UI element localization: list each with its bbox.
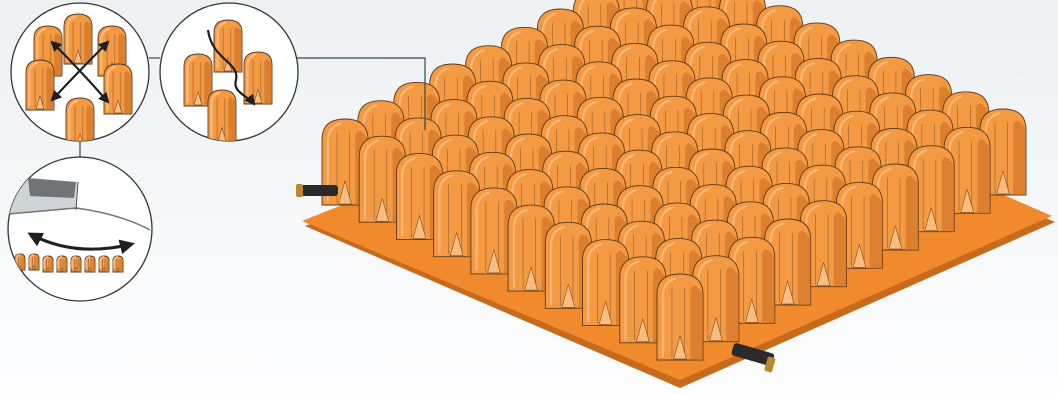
callout-cell <box>243 51 273 105</box>
callout-cell <box>28 253 40 271</box>
callout-cell <box>42 255 54 273</box>
callout-cell <box>213 19 243 73</box>
callout-connectors <box>79 57 426 157</box>
air-cell <box>728 236 776 324</box>
callout-cell <box>98 255 110 273</box>
callout-cell <box>207 89 237 141</box>
air-cell <box>979 108 1027 196</box>
cushion-bend-callout <box>7 156 153 302</box>
callout-cell <box>56 255 68 273</box>
cells-flex-callout <box>10 2 150 142</box>
air-cell <box>358 135 406 223</box>
air-cells <box>321 0 1027 361</box>
air-cell <box>943 126 991 214</box>
curved-arrow-icon <box>206 29 256 106</box>
callout-cell <box>112 255 124 273</box>
double-arrow-icon <box>27 232 135 255</box>
callout-cell <box>63 13 93 65</box>
valve-left-icon <box>296 184 338 197</box>
callout-cell <box>65 97 95 141</box>
air-cell <box>907 145 955 233</box>
callout-cell <box>25 59 55 111</box>
air-cell <box>800 200 848 288</box>
valve-right-icon <box>731 343 776 373</box>
air-cell <box>835 181 883 269</box>
air-cell <box>395 152 443 240</box>
callout-cell <box>103 63 133 115</box>
callout-cell <box>84 255 96 273</box>
callout-cell <box>183 53 213 107</box>
air-cell <box>656 273 704 361</box>
air-flow-callout <box>159 2 299 142</box>
callout-cell <box>70 255 82 273</box>
air-cell <box>692 255 740 343</box>
crossed-arrows-icon <box>50 40 110 104</box>
air-cell <box>764 218 812 306</box>
air-cell <box>871 163 919 251</box>
callout-cell <box>14 253 26 271</box>
